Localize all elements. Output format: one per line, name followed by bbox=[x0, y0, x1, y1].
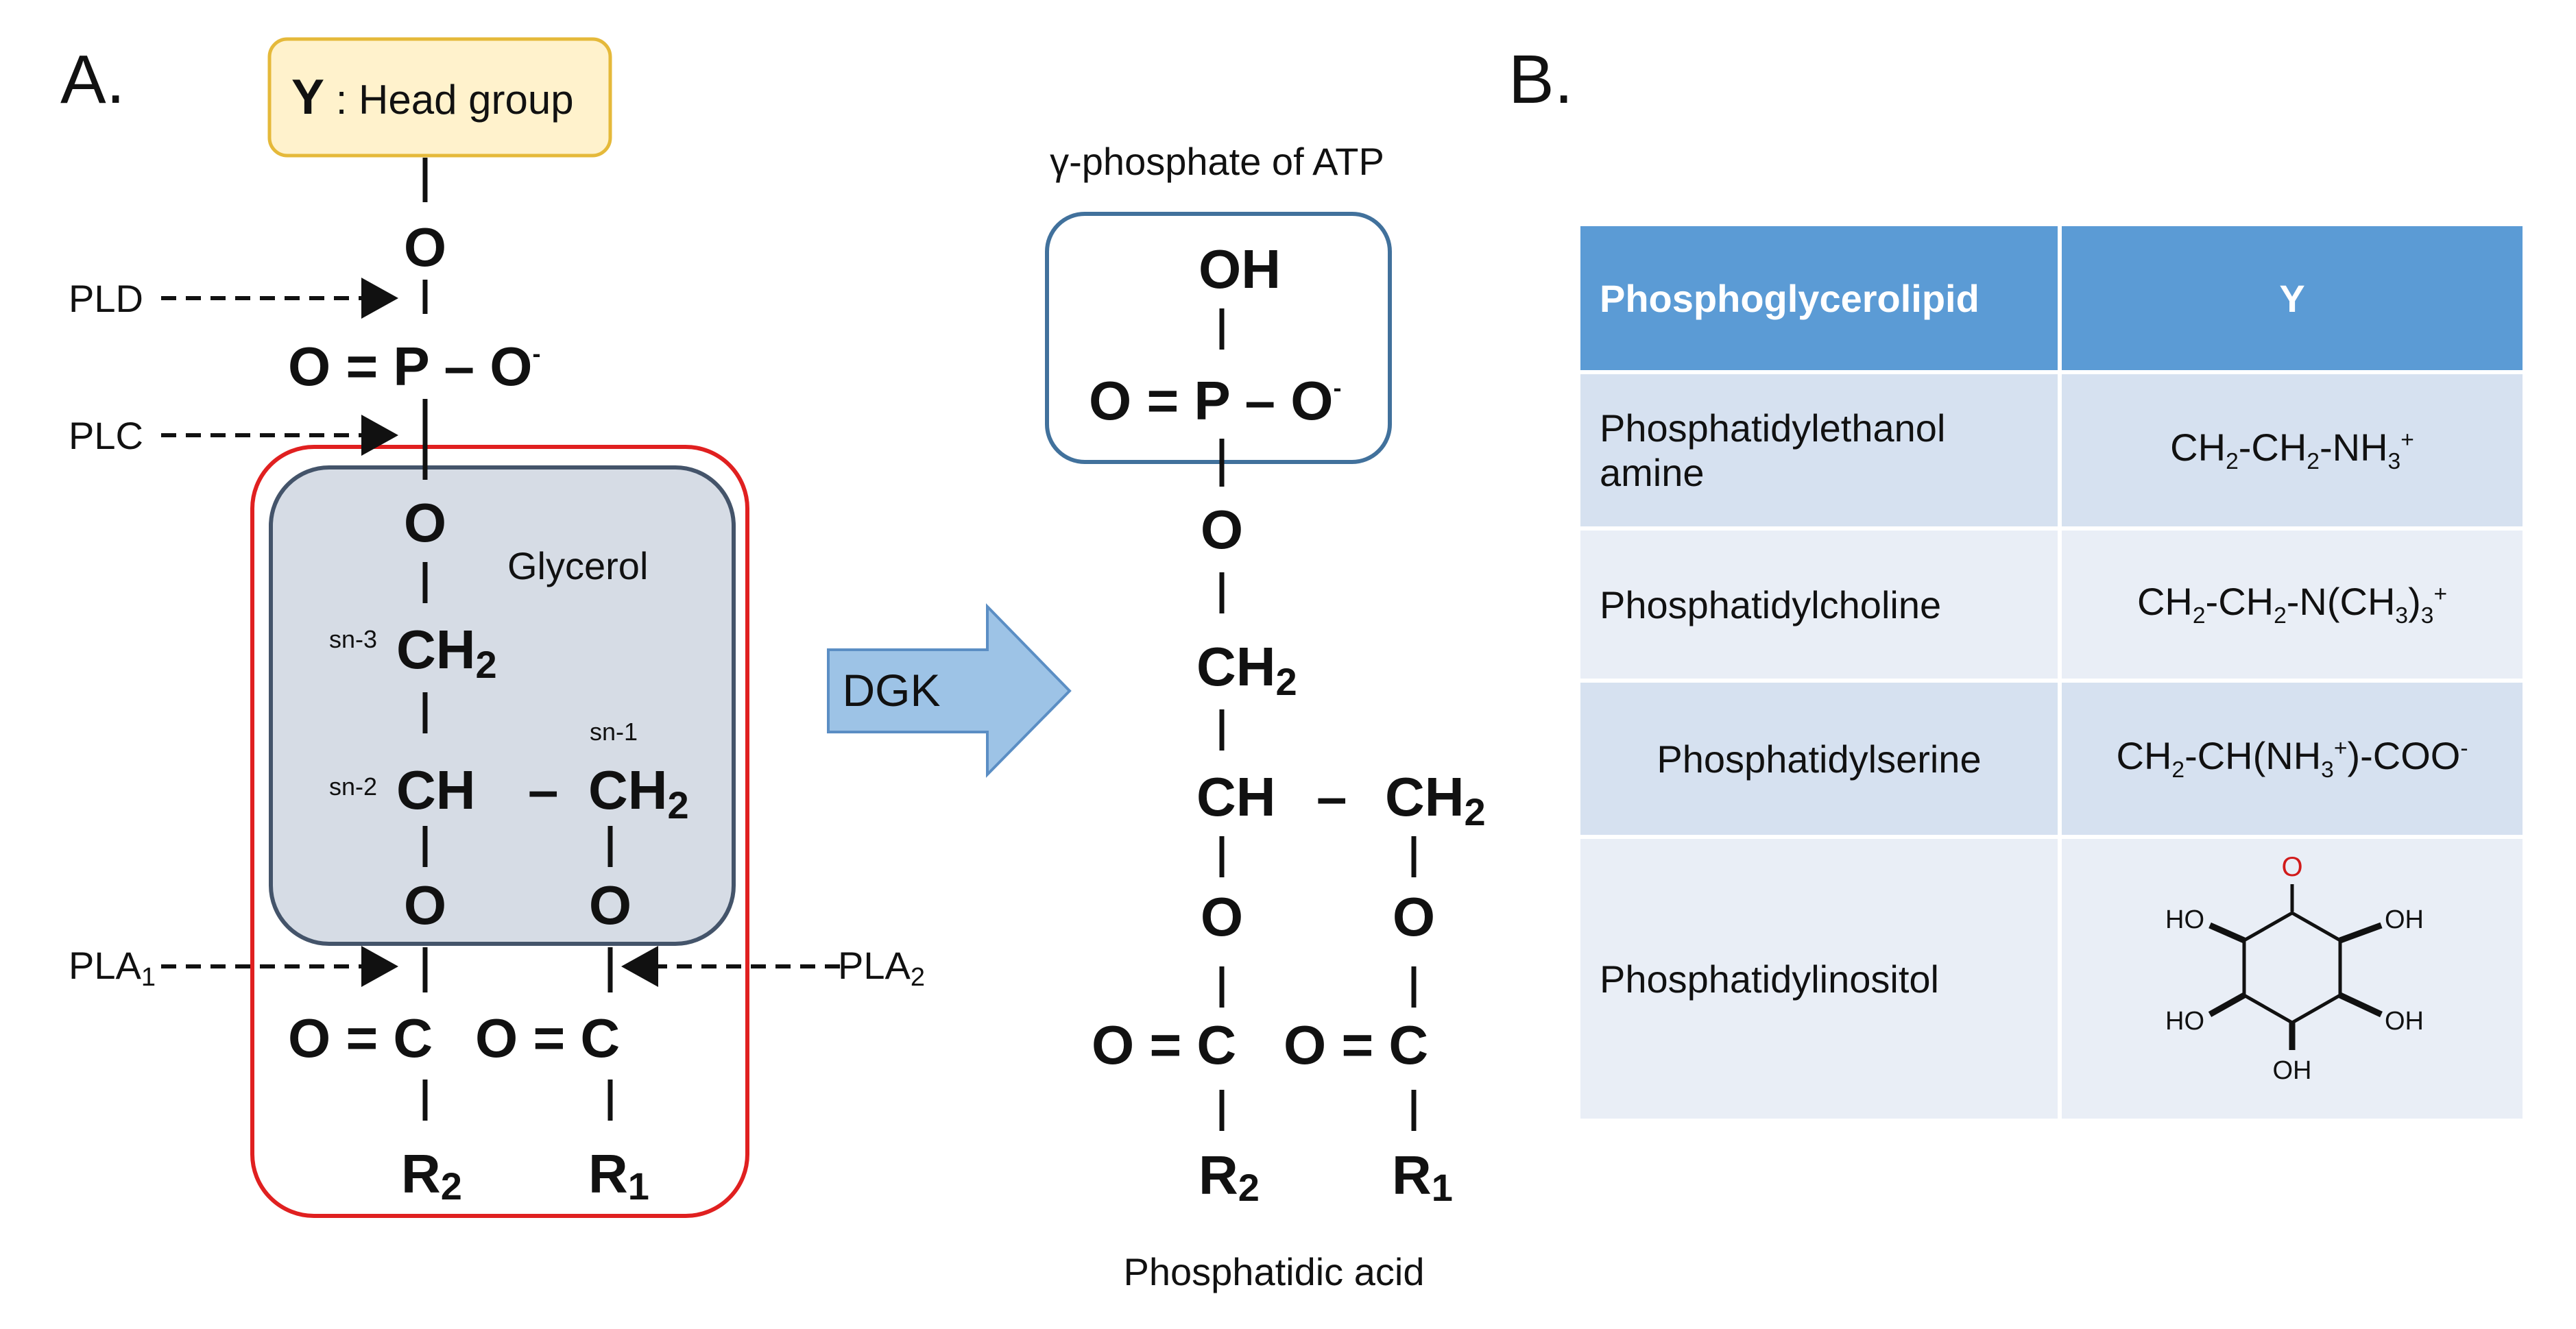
inositol-ring bbox=[2242, 910, 2342, 1025]
inositol-oh-1: OH bbox=[2385, 905, 2424, 934]
table-header-row: Phosphoglycerolipid Y bbox=[1580, 226, 2527, 374]
inositol-oh-3: OH bbox=[2273, 1056, 2312, 1085]
inositol-oxygen: O bbox=[2281, 852, 2302, 882]
row-name-ps: Phosphatidylserine bbox=[1580, 683, 2062, 839]
glycerol-box bbox=[269, 465, 736, 946]
lipid-table: Phosphoglycerolipid Y Phosphatidylethano… bbox=[1580, 226, 2527, 1123]
acyl-glycerol-outline bbox=[250, 445, 749, 1218]
row-name-pc: Phosphatidylcholine bbox=[1580, 531, 2062, 683]
gamma-phosphate-box bbox=[1045, 212, 1392, 464]
dash-bond-product: – bbox=[1316, 766, 1347, 827]
row-name-pe: Phosphatidylethanol amine bbox=[1580, 374, 2062, 531]
inositol-ho-1: HO bbox=[2165, 905, 2204, 934]
ch2b-product: CH2 bbox=[1385, 766, 1486, 833]
oxygen-sn1: O bbox=[589, 875, 631, 936]
glycerol-label: Glycerol bbox=[507, 544, 648, 587]
phosphatidic-acid-label: Phosphatidic acid bbox=[1124, 1250, 1425, 1293]
sn3-label: sn-3 bbox=[329, 625, 377, 653]
panel-a-letter: A. bbox=[60, 41, 125, 118]
header-phosphoglycerolipid: Phosphoglycerolipid bbox=[1580, 226, 2062, 374]
carbonyl-left: O = C bbox=[288, 1008, 433, 1069]
oxygen-product-sn2: O bbox=[1201, 886, 1243, 947]
r2-left: R2 bbox=[401, 1143, 462, 1208]
table-row: Phosphatidylethanol amine CH2-CH2-NH3+ bbox=[1580, 374, 2527, 531]
ch-product: CH bbox=[1196, 766, 1276, 827]
inositol-ho-2: HO bbox=[2165, 1007, 2204, 1036]
phosphate-left: O = P – O- bbox=[288, 336, 540, 397]
r2-product: R2 bbox=[1199, 1145, 1260, 1209]
pld-label: PLD bbox=[69, 277, 143, 320]
table-row: Phosphatidylserine CH2-CH(NH3+)-COO- bbox=[1580, 683, 2527, 839]
oxygen-product: O bbox=[1201, 499, 1243, 560]
sn2-label: sn-2 bbox=[329, 772, 377, 801]
r1-product: R1 bbox=[1392, 1145, 1453, 1209]
pla1-label: PLA1 bbox=[69, 944, 156, 992]
dash-bond-a: – bbox=[528, 759, 559, 820]
pla2-label: PLA2 bbox=[838, 944, 925, 992]
sn2-ch: CH bbox=[396, 759, 476, 820]
sn1-ch2: CH2 bbox=[588, 759, 689, 827]
inositol-structure: O OH HO OH HO OH bbox=[2165, 852, 2424, 1085]
sn3-ch2: CH2 bbox=[396, 619, 497, 686]
oxygen-product-sn1: O bbox=[1393, 886, 1435, 947]
plc-label: PLC bbox=[69, 414, 143, 457]
r1-left: R1 bbox=[588, 1143, 649, 1208]
oh-group: OH bbox=[1199, 239, 1281, 300]
phosphate-product: O = P – O- bbox=[1089, 370, 1341, 431]
row-y-pc: CH2-CH2-N(CH3)3+ bbox=[2062, 531, 2527, 683]
carbonyl-product-right: O = C bbox=[1284, 1014, 1428, 1075]
row-y-pe: CH2-CH2-NH3+ bbox=[2062, 374, 2527, 531]
dgk-label: DGK bbox=[842, 665, 940, 716]
inositol-oh-2: OH bbox=[2385, 1007, 2424, 1036]
row-y-pi: O OH HO OH HO OH bbox=[2062, 839, 2527, 1123]
ch2-product: CH2 bbox=[1196, 636, 1297, 703]
oxygen-2: O bbox=[404, 492, 446, 553]
table-row: Phosphatidylcholine CH2-CH2-N(CH3)3+ bbox=[1580, 531, 2527, 683]
sn1-label: sn-1 bbox=[590, 718, 638, 746]
svg-text:Y : Head group: Y : Head group bbox=[291, 70, 574, 125]
table-row: Phosphatidylinositol O OH HO OH HO OH bbox=[1580, 839, 2527, 1123]
head-group-y: Y bbox=[291, 70, 324, 125]
head-group-box: Y : Head group bbox=[267, 37, 612, 158]
carbonyl-right: O = C bbox=[475, 1008, 620, 1069]
head-group-label: : Head group bbox=[324, 77, 574, 123]
carbonyl-product-left: O = C bbox=[1092, 1014, 1236, 1075]
oxygen-1: O bbox=[404, 217, 446, 278]
oxygen-sn2: O bbox=[404, 875, 446, 936]
dgk-arrow: DGK bbox=[827, 603, 1072, 778]
panel-b-letter: B. bbox=[1508, 41, 1573, 118]
gamma-phosphate-label: γ-phosphate of ATP bbox=[1050, 140, 1384, 183]
row-y-ps: CH2-CH(NH3+)-COO- bbox=[2062, 683, 2527, 839]
header-y: Y bbox=[2062, 226, 2527, 374]
row-name-pi: Phosphatidylinositol bbox=[1580, 839, 2062, 1123]
